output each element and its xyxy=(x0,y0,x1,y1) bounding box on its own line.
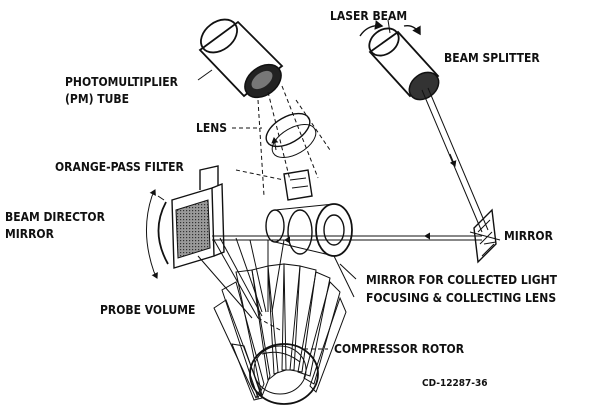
laser-beam-path xyxy=(212,87,489,244)
label-beam-director-line1: BEAM DIRECTOR xyxy=(5,210,106,224)
compressor-rotor xyxy=(213,263,347,405)
label-orange-pass-filter: ORANGE-PASS FILTER xyxy=(55,160,185,174)
label-mirror-collected-light: MIRROR FOR COLLECTED LIGHT xyxy=(366,273,558,287)
label-lens: LENS xyxy=(196,121,227,135)
probe-rays xyxy=(197,237,285,319)
photomultiplier-tube xyxy=(198,18,284,99)
focusing-lens-assembly xyxy=(265,203,353,257)
label-photomultiplier-line2: (PM) TUBE xyxy=(65,92,129,106)
label-photomultiplier-line1: PHOTOMULTIPLIER xyxy=(65,75,179,89)
leader-lines xyxy=(197,69,501,350)
label-probe-volume: PROBE VOLUME xyxy=(100,303,195,317)
beam-director-mirror xyxy=(145,165,225,279)
label-beam-director-line2: MIRROR xyxy=(5,227,55,241)
beam-splitter xyxy=(368,27,440,101)
laser-rotation-arrows xyxy=(359,19,421,37)
fold-mirror xyxy=(473,208,497,264)
orange-pass-filter xyxy=(283,169,313,201)
label-compressor-rotor: COMPRESSOR ROTOR xyxy=(334,342,465,356)
figure-code: CD-12287-36 xyxy=(422,378,488,389)
label-beam-splitter: BEAM SPLITTER xyxy=(444,51,540,65)
label-focusing-collecting-lens: FOCUSING & COLLECTING LENS xyxy=(366,291,556,305)
collecting-lens xyxy=(265,112,317,158)
label-mirror: MIRROR xyxy=(504,229,554,243)
label-laser-beam: LASER BEAM xyxy=(330,9,407,23)
